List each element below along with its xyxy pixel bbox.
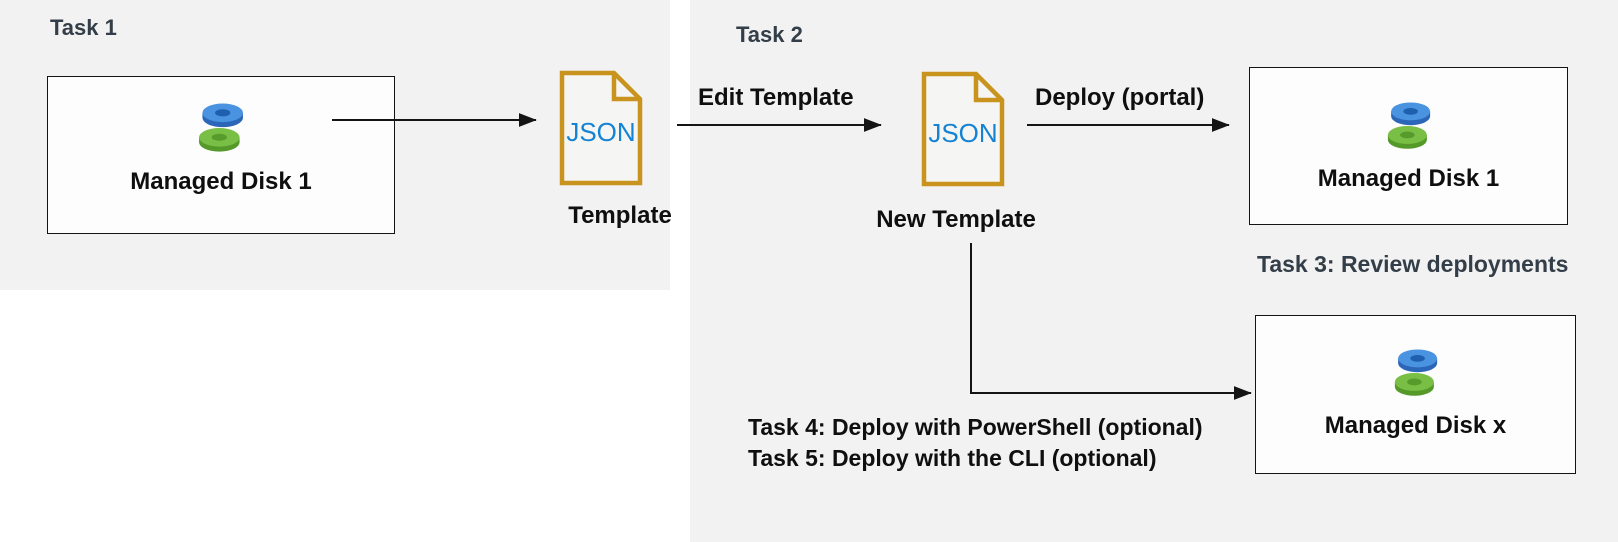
json-text: JSON [566,117,635,147]
managed-disk-icon [1383,100,1435,152]
node-label: Managed Disk 1 [1317,165,1500,192]
managed-disk-icon [1390,347,1442,399]
edit-template-label: Edit Template [698,84,854,111]
task1-heading: Task 1 [50,15,117,40]
blue-disc [1390,102,1430,126]
green-disc [199,128,240,152]
task5-note: Task 5: Deploy with the CLI (optional) [748,445,1157,471]
task45-notes: Task 4: Deploy with PowerShell (optional… [748,412,1203,474]
json-file-icon: JSON [919,69,1007,189]
file-fold [611,73,640,102]
managed-disk-x-box: Managed Disk x [1255,315,1576,474]
json-file-icon: JSON [557,68,645,188]
task3-note: Task 3: Review deployments [1257,251,1569,277]
node-label: Managed Disk 1 [130,168,312,195]
task2-heading: Task 2 [736,22,803,47]
node-label: Managed Disk x [1324,412,1507,439]
managed-disk-icon [194,101,248,155]
deploy-portal-label: Deploy (portal) [1035,84,1205,111]
task4-note: Task 4: Deploy with PowerShell (optional… [748,414,1203,440]
template-label: Template [568,202,672,229]
blue-disc [1397,349,1437,373]
json-text: JSON [928,118,997,148]
green-disc [1387,126,1427,149]
new-template-label: New Template [876,206,1036,233]
green-disc [1394,373,1434,396]
blue-disc [202,103,243,128]
managed-disk-source-box: Managed Disk 1 [47,76,395,234]
file-fold [973,74,1002,103]
managed-disk-deployed-box: Managed Disk 1 [1249,67,1568,225]
